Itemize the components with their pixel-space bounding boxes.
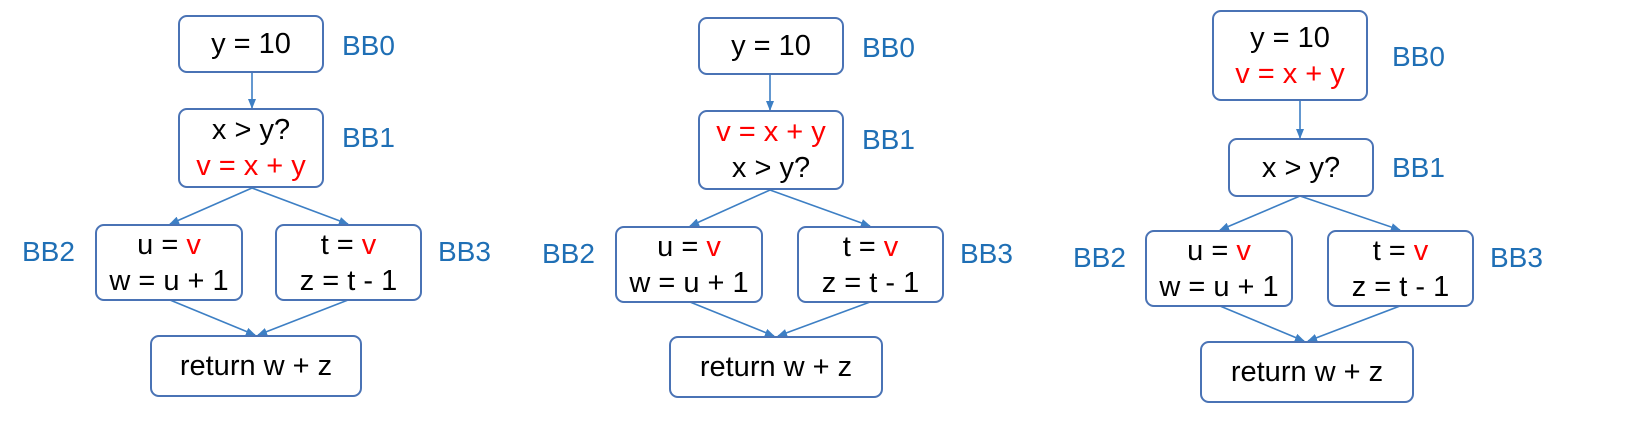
- bb0-label: BB0: [1392, 41, 1445, 72]
- bb1-label: BB1: [1392, 152, 1445, 183]
- bb3-line1: t = v: [843, 229, 899, 265]
- bb2-block: u = v w = u + 1: [615, 226, 763, 303]
- edge-bb1-bb3: [769, 189, 871, 227]
- edge-bb2-ret: [1219, 305, 1305, 342]
- bb2-line1: u = v: [1187, 233, 1251, 269]
- bb0-block: y = 10: [178, 15, 324, 73]
- return-statement: return w + z: [1230, 356, 1384, 388]
- bb2-line2: w = u + 1: [1159, 270, 1279, 303]
- edge-bb1-bb2: [689, 189, 771, 227]
- bb3-var-v: v: [883, 230, 899, 263]
- bb0-hoisted-statement: v = x + y: [1235, 57, 1345, 90]
- bb2-var-v: v: [1236, 234, 1251, 267]
- edge-bb1-bb2: [169, 187, 253, 225]
- bb0-statement: y = 10: [1250, 21, 1330, 54]
- bb2-block: u = v w = u + 1: [95, 224, 243, 301]
- bb2-line1: u = v: [137, 227, 201, 263]
- edge-bb2-ret: [689, 301, 775, 337]
- bb0-block: y = 10: [698, 17, 844, 75]
- edge-bb2-ret: [169, 299, 256, 336]
- bb2-line2: w = u + 1: [109, 264, 229, 297]
- bb1-label: BB1: [862, 124, 915, 155]
- bb2-block: u = v w = u + 1: [1145, 230, 1293, 307]
- bb3-line1: t = v: [1373, 233, 1429, 269]
- bb1-condition: x > y?: [731, 152, 811, 184]
- bb3-block: t = v z = t - 1: [275, 224, 422, 301]
- bb1-label: BB1: [342, 122, 395, 153]
- bb3-var-v: v: [361, 228, 377, 261]
- bb2-assign-prefix: u =: [657, 230, 707, 263]
- bb3-label: BB3: [1490, 242, 1543, 273]
- bb2-label: BB2: [22, 236, 75, 267]
- bb3-label: BB3: [438, 236, 491, 267]
- bb1-block: v = x + y x > y?: [698, 110, 844, 190]
- bb3-block: t = v z = t - 1: [1327, 230, 1474, 307]
- bb3-label: BB3: [960, 238, 1013, 269]
- bb3-var-v: v: [1413, 234, 1429, 267]
- return-statement: return w + z: [179, 350, 333, 382]
- bb0-label: BB0: [862, 32, 915, 63]
- bb1-block: x > y? v = x + y: [178, 108, 324, 188]
- return-statement: return w + z: [699, 351, 853, 383]
- bb3-assign-prefix: t =: [842, 230, 884, 263]
- bb0-block: y = 10 v = x + y: [1212, 10, 1368, 101]
- edge-bb3-ret: [777, 301, 871, 337]
- bb1-hoisted-statement: v = x + y: [196, 150, 306, 182]
- edge-bb3-ret: [1307, 305, 1401, 342]
- edge-bb1-bb3: [251, 187, 349, 225]
- bb2-var-v: v: [706, 230, 721, 263]
- bb3-line2: z = t - 1: [1351, 270, 1450, 303]
- bb2-assign-prefix: u =: [137, 228, 187, 261]
- bb3-line2: z = t - 1: [821, 266, 920, 299]
- bb0-label: BB0: [342, 30, 395, 61]
- bb3-assign-prefix: t =: [320, 228, 362, 261]
- bb2-var-v: v: [186, 228, 201, 261]
- bb1-block: x > y?: [1228, 138, 1374, 197]
- bb3-block: t = v z = t - 1: [797, 226, 944, 303]
- bb3-assign-prefix: t =: [1372, 234, 1414, 267]
- return-block: return w + z: [150, 335, 362, 397]
- bb2-line1: u = v: [657, 229, 721, 265]
- bb1-hoisted-statement: v = x + y: [716, 116, 826, 148]
- bb1-condition: x > y?: [211, 114, 291, 146]
- bb3-line2: z = t - 1: [299, 264, 398, 297]
- edge-bb1-bb3: [1299, 195, 1401, 231]
- edge-bb3-ret: [257, 299, 349, 336]
- bb0-statement: y = 10: [211, 28, 291, 60]
- return-block: return w + z: [1200, 341, 1414, 403]
- bb1-condition: x > y?: [1261, 151, 1341, 184]
- bb3-line1: t = v: [321, 227, 377, 263]
- bb2-label: BB2: [542, 238, 595, 269]
- bb0-statement: y = 10: [731, 30, 811, 62]
- return-block: return w + z: [669, 336, 883, 398]
- bb2-label: BB2: [1073, 242, 1126, 273]
- bb2-line2: w = u + 1: [629, 266, 749, 299]
- bb2-assign-prefix: u =: [1187, 234, 1237, 267]
- edge-bb1-bb2: [1219, 195, 1301, 231]
